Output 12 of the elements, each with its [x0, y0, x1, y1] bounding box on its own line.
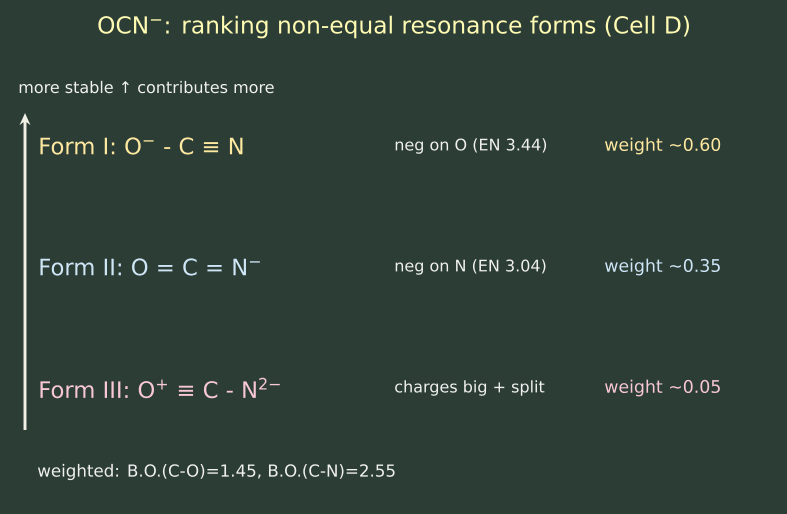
- weight-text: weight ~0.60: [605, 138, 720, 154]
- weight-text: weight ~0.05: [605, 380, 720, 396]
- axis-caption: more stable ↑ contributes more: [20, 80, 274, 94]
- reason-text: neg on N (EN 3.04): [396, 259, 546, 275]
- form-label: Form I: O$^{−}$ - C ≡ N: [40, 137, 242, 155]
- title: OCN$^{−}$: ranking non-equal resonance forms (Cell D): [98, 16, 689, 38]
- reason-text: charges big + split: [395, 380, 544, 396]
- form-label: Form III: O$^{+}$ ≡ C - N$^{2−}$: [40, 378, 280, 398]
- reason-text: neg on O (EN 3.44): [396, 138, 546, 154]
- form-label: Form II: O = C = N$^{−}$: [40, 258, 260, 276]
- weight-text: weight ~0.35: [605, 258, 720, 276]
- note-text: weighted: B.O.(C-O)=1.45, B.O.(C-N)=2.55: [38, 464, 395, 480]
